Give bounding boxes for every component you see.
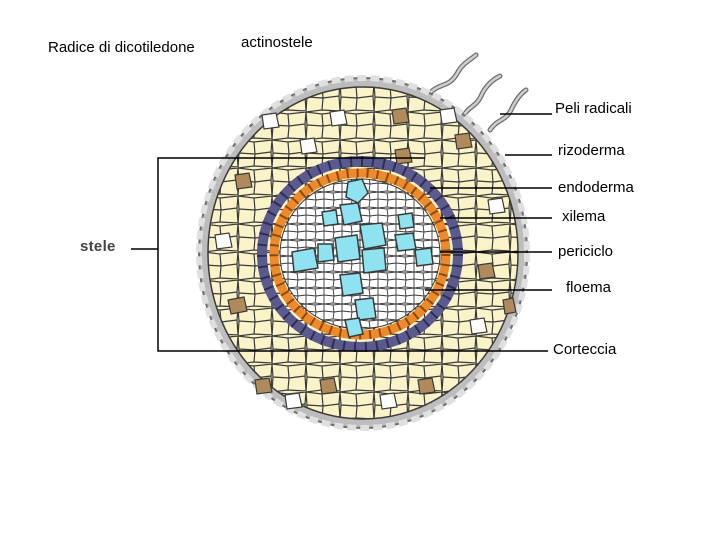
diagram-title: Radice di dicotiledone xyxy=(48,39,195,56)
xylem-cells xyxy=(291,178,434,338)
label-xilema: xilema xyxy=(562,208,606,225)
label-endoderma: endoderma xyxy=(558,179,634,196)
label-rizoderma: rizoderma xyxy=(558,142,625,159)
label-floema: floema xyxy=(566,279,612,296)
diagram-subtitle: actinostele xyxy=(241,34,313,51)
label-periciclo: periciclo xyxy=(558,243,614,260)
stele-bracket xyxy=(131,157,548,352)
label-stele: stele xyxy=(80,238,116,255)
cortex-cells xyxy=(214,107,517,410)
label-corteccia: Corteccia xyxy=(553,341,617,358)
leader-lines xyxy=(425,113,552,291)
label-peli-radicali: Peli radicali xyxy=(555,100,632,117)
